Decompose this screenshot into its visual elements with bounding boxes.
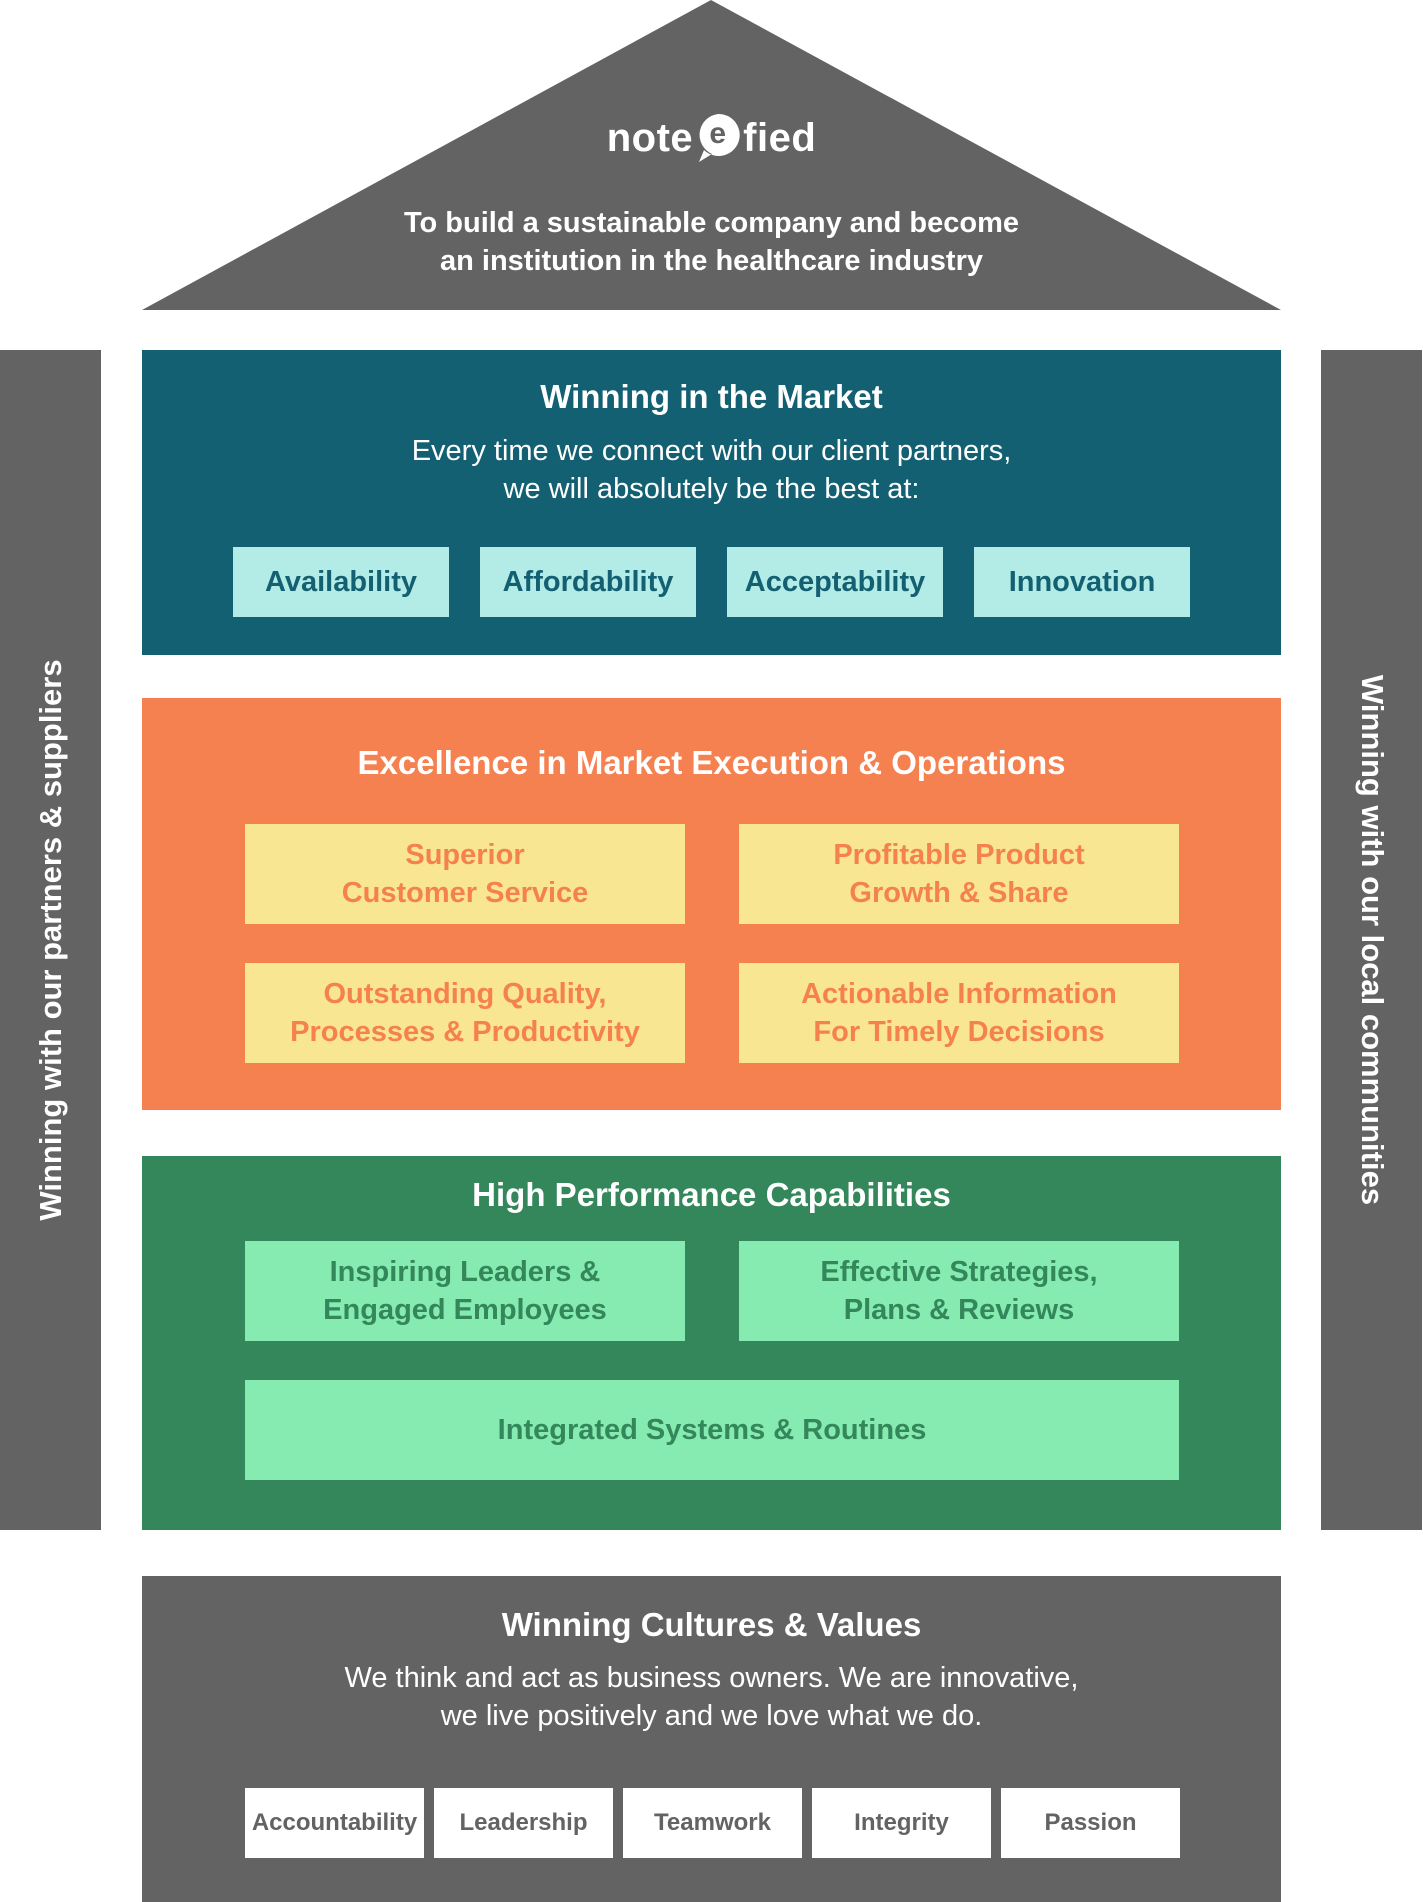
market-section: Winning in the Market Every time we conn… — [142, 350, 1281, 655]
execution-item-line: Customer Service — [341, 877, 589, 909]
brand-name-left: note — [606, 115, 694, 160]
pillar-communities-label: Winning with our local communities — [1354, 674, 1390, 1206]
value-integrity: Integrity — [812, 1788, 991, 1858]
execution-item-line: For Timely Decisions — [813, 1016, 1105, 1048]
mission-line-1: To build a sustainable company and becom… — [403, 207, 1020, 239]
roof — [142, 0, 1281, 310]
culture-subtitle-line-1: We think and act as business owners. We … — [344, 1662, 1079, 1694]
execution-item-line: Actionable Information — [801, 978, 1117, 1010]
brand-name-right: fied — [743, 115, 817, 160]
culture-subtitle-line-2: we live positively and we love what we d… — [440, 1700, 983, 1732]
mission-line-2: an institution in the healthcare industr… — [440, 245, 983, 277]
pillar-communities: Winning with our local communities — [1321, 350, 1422, 1530]
execution-item-quality: Outstanding Quality, Processes & Producti… — [245, 963, 685, 1063]
market-item-affordability: Affordability — [480, 547, 696, 617]
brand-logo: note e fied — [0, 108, 1423, 168]
pillar-partners-label: Winning with our partners & suppliers — [32, 659, 68, 1221]
value-accountability: Accountability — [245, 1788, 424, 1858]
culture-title: Winning Cultures & Values — [501, 1606, 922, 1643]
capabilities-title: High Performance Capabilities — [472, 1176, 951, 1213]
execution-item-line: Growth & Share — [849, 877, 1069, 909]
market-subtitle-line-2: we will absolutely be the best at: — [503, 473, 920, 505]
culture-section: Winning Cultures & Values We think and a… — [142, 1576, 1281, 1902]
capabilities-item-leaders: Inspiring Leaders & Engaged Employees — [245, 1241, 685, 1341]
capabilities-item-line: Inspiring Leaders & — [329, 1256, 601, 1288]
culture-subtitle: We think and act as business owners. We … — [142, 1659, 1281, 1735]
value-teamwork: Teamwork — [623, 1788, 802, 1858]
pillar-partners: Winning with our partners & suppliers — [0, 350, 101, 1530]
brand-e-icon: e — [695, 112, 741, 164]
value-passion: Passion — [1001, 1788, 1180, 1858]
capabilities-item-strategies: Effective Strategies, Plans & Reviews — [739, 1241, 1179, 1341]
mission-statement: To build a sustainable company and becom… — [0, 204, 1423, 280]
execution-item-line: Superior — [405, 839, 525, 871]
market-item-acceptability: Acceptability — [727, 547, 943, 617]
brand-mark-letter: e — [710, 117, 727, 150]
capabilities-section: High Performance Capabilities Inspiring … — [142, 1156, 1281, 1530]
execution-item-line: Profitable Product — [833, 839, 1085, 871]
market-subtitle: Every time we connect with our client pa… — [142, 432, 1281, 508]
market-item-innovation: Innovation — [974, 547, 1190, 617]
execution-item-line: Outstanding Quality, — [323, 978, 607, 1010]
market-item-availability: Availability — [233, 547, 449, 617]
market-title: Winning in the Market — [540, 378, 883, 415]
execution-title: Excellence in Market Execution & Operati… — [357, 744, 1066, 781]
capabilities-item-systems: Integrated Systems & Routines — [245, 1380, 1179, 1480]
market-subtitle-line-1: Every time we connect with our client pa… — [411, 435, 1012, 467]
value-leadership: Leadership — [434, 1788, 613, 1858]
roof-shape — [142, 0, 1281, 310]
capabilities-item-line: Plans & Reviews — [843, 1294, 1075, 1326]
capabilities-item-line: Engaged Employees — [323, 1294, 607, 1326]
execution-item-line: Processes & Productivity — [290, 1016, 640, 1048]
capabilities-item-line: Effective Strategies, — [820, 1256, 1098, 1288]
execution-section: Excellence in Market Execution & Operati… — [142, 698, 1281, 1110]
